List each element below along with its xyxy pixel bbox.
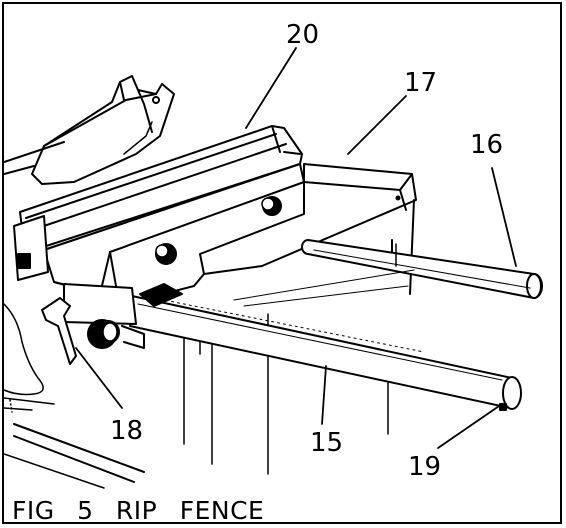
callout-17: 17 — [404, 68, 438, 98]
callout-19: 19 — [408, 452, 442, 482]
figure-frame: 20 17 16 18 15 19 FIG 5 RIP FENCE — [2, 2, 562, 524]
figure-caption: FIG 5 RIP FENCE — [12, 496, 265, 524]
front-rail — [129, 283, 522, 411]
lock-handle-assembly — [13, 215, 145, 365]
callout-leaders — [75, 47, 517, 449]
callout-18: 18 — [110, 416, 144, 446]
operator-arm — [4, 303, 55, 413]
callout-15: 15 — [310, 428, 344, 458]
blade-guard — [31, 75, 175, 185]
fence-rail — [19, 125, 303, 251]
rip-fence-drawing — [4, 47, 543, 489]
sliding-table — [123, 163, 417, 305]
callout-20: 20 — [286, 20, 320, 50]
callout-16: 16 — [470, 130, 504, 160]
rear-rail — [301, 239, 543, 299]
